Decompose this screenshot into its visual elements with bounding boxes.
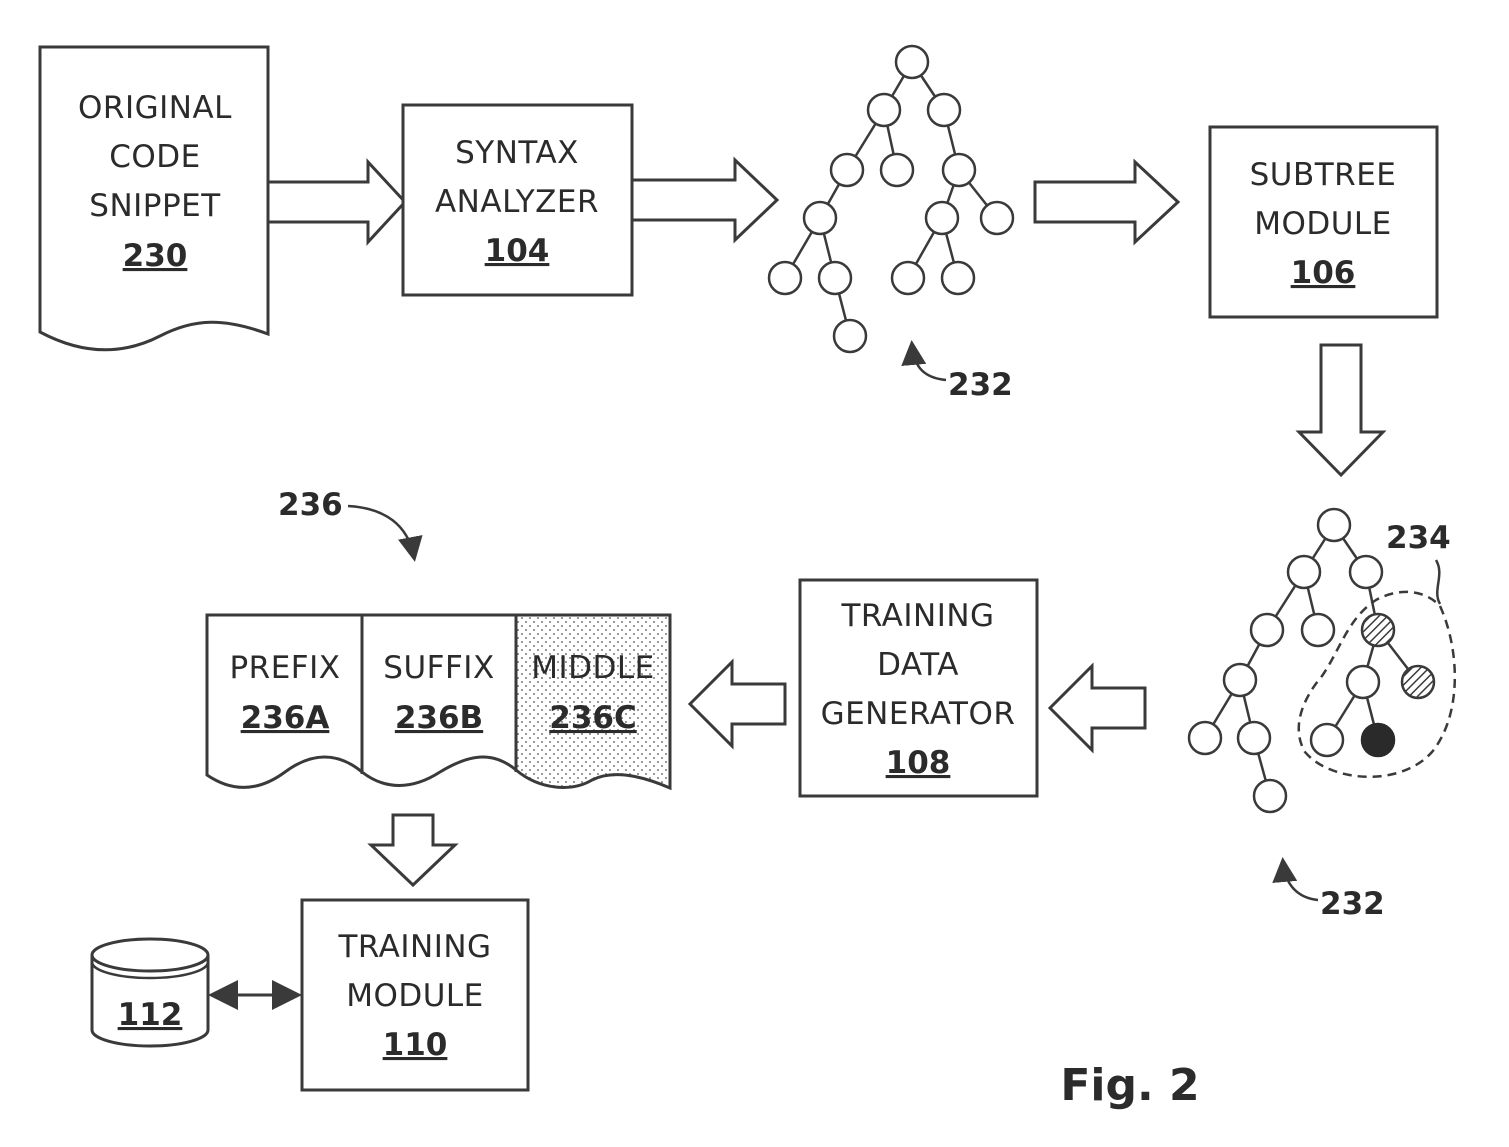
code-snippet-line-2: CODE [109,139,201,175]
sample-leader-arrow [348,506,414,557]
prefix-label: PREFIX [229,650,340,686]
suffix-ref: 236B [395,700,483,736]
subtree-module-box: SUBTREE MODULE 106 [1210,127,1437,317]
sample-label: 236 [278,487,343,523]
database-cylinder: 112 [92,939,208,1046]
prefix-ref: 236A [241,700,330,736]
middle-label: MIDDLE [531,650,655,686]
subtree-module-line-2: MODULE [1254,206,1392,242]
tree-top-leader-arrow [912,345,946,380]
flow-arrow-tree-to-subtree [1035,162,1178,242]
generator-ref: 108 [886,745,951,781]
syntax-analyzer-line-1: SYNTAX [455,135,579,171]
syntax-tree-top [769,46,1013,352]
code-snippet-line-3: SNIPPET [89,188,221,224]
flow-arrow-analyzer-to-tree [632,160,777,240]
generator-line-2: DATA [877,647,959,683]
original-code-snippet-document: ORIGINAL CODE SNIPPET 230 [40,47,268,350]
subtree-234-leader [1436,560,1440,604]
middle-ref: 236C [549,700,636,736]
subtree-label: 234 [1386,520,1451,556]
syntax-analyzer-box: SYNTAX ANALYZER 104 [403,105,632,295]
subtree-module-line-1: SUBTREE [1250,157,1397,193]
code-snippet-ref: 230 [123,238,188,274]
suffix-label: SUFFIX [383,650,494,686]
flow-arrow-generator-to-sample [690,662,785,746]
database-ref: 112 [118,997,183,1033]
tree-bottom-label: 232 [1320,886,1385,922]
tree-top-label: 232 [948,367,1013,403]
flow-arrow-sample-to-training-module [371,815,455,885]
syntax-analyzer-ref: 104 [485,233,550,269]
subtree-node-hatched [1402,666,1434,698]
subtree-module-ref: 106 [1291,255,1356,291]
training-module-ref: 110 [383,1027,448,1063]
syntax-analyzer-line-2: ANALYZER [435,184,599,220]
flow-arrow-tree-to-generator [1050,666,1145,750]
subtree-node-solid [1362,724,1394,756]
training-sample-236: PREFIX 236A SUFFIX 236B MIDDLE 236C [207,615,670,788]
figure-caption: Fig. 2 [1060,1060,1199,1111]
training-data-generator-box: TRAINING DATA GENERATOR 108 [800,580,1037,796]
training-module-line-2: MODULE [346,978,484,1014]
code-snippet-line-1: ORIGINAL [78,90,232,126]
training-module-box: TRAINING MODULE 110 [302,900,528,1090]
generator-line-3: GENERATOR [821,696,1016,732]
tree-bottom-leader-arrow [1283,862,1318,900]
subtree-root-node-hatched [1362,614,1394,646]
flow-arrow-subtree-to-selected-tree [1299,345,1383,475]
training-module-line-1: TRAINING [337,929,491,965]
generator-line-1: TRAINING [840,598,994,634]
flow-arrow-snippet-to-analyzer [268,162,405,242]
